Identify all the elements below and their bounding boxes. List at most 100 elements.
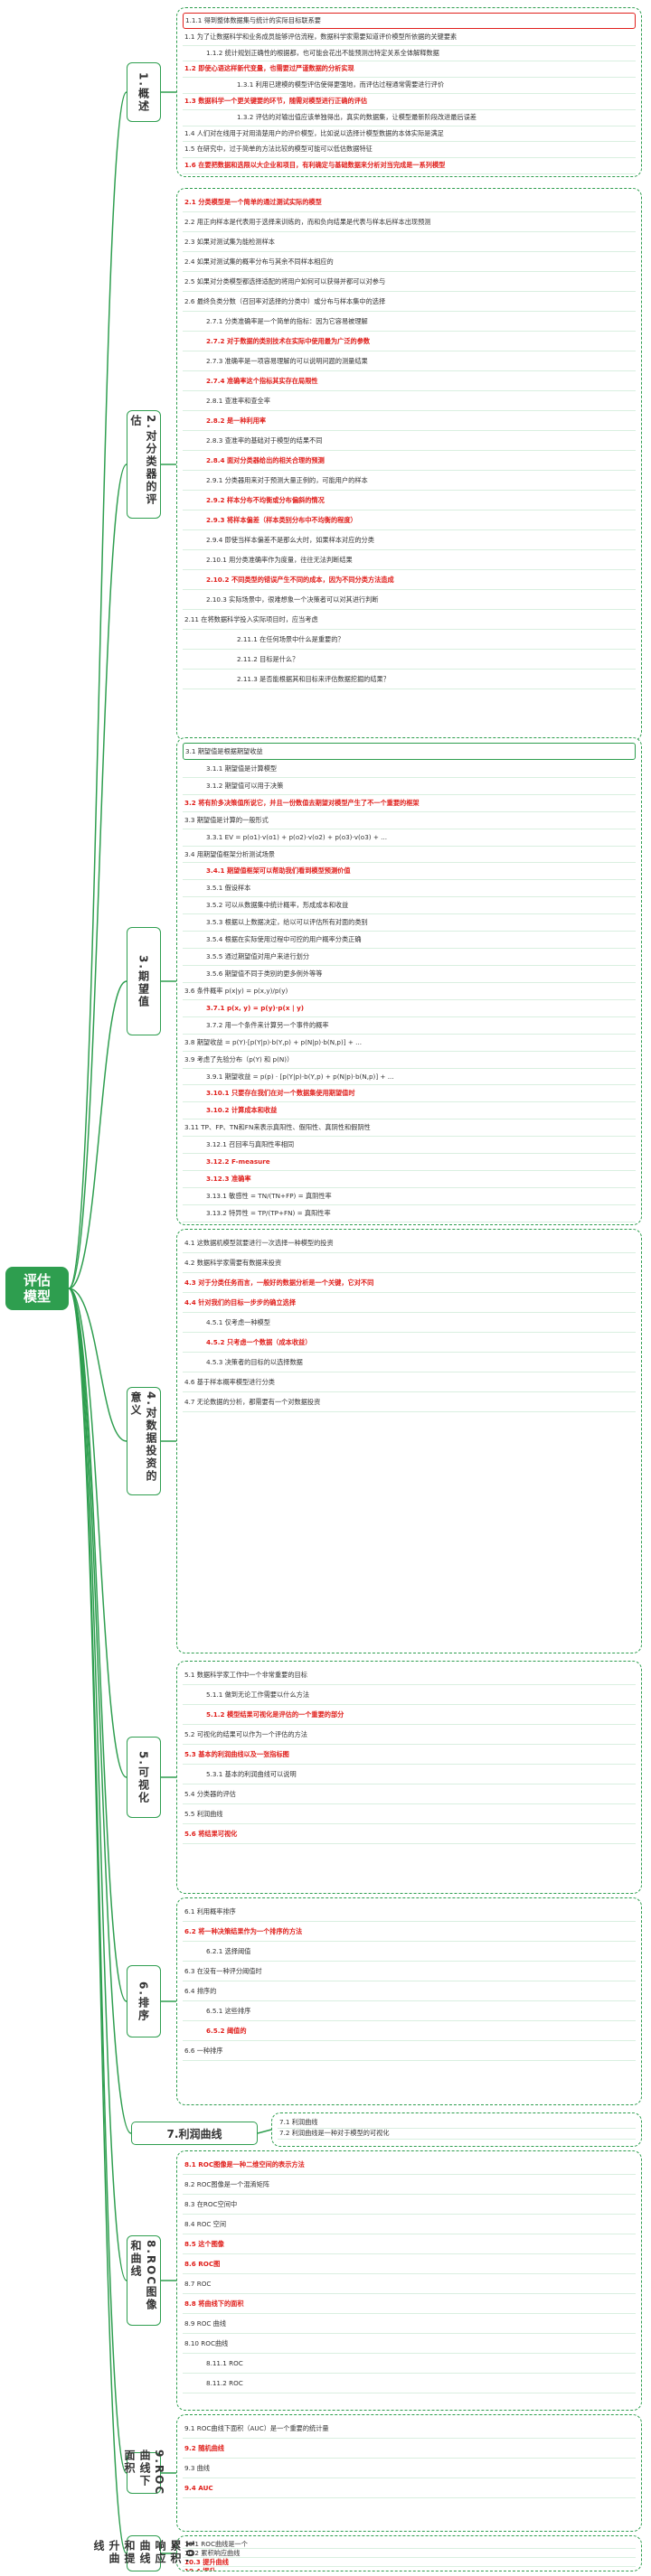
panel-line: 8.11.1 ROC <box>183 2354 636 2374</box>
panel-line: 1.5 在研究中，过于简单的方法比较的模型可能可以低估数据特征 <box>183 142 636 159</box>
panel-line: 3.5.1 假设样本 <box>183 880 636 898</box>
panel-line: 1.2 即使心语这样新代变量，也需要过严谨数据的分析实现 <box>183 61 636 79</box>
panel-line: 4.5.3 决策者的目标的以选择数据 <box>183 1353 636 1372</box>
panel-line: 2.2 用正向样本是代表用于选择来训练的，而和负向结果是代表与样本后样本出现预测 <box>183 212 636 232</box>
root-connector <box>68 980 127 1289</box>
panel-line: 8.2 ROC图像是一个混淆矩阵 <box>183 2175 636 2195</box>
panel-line: 3.5.4 根据在实际使用过程中可控的用户概率分类正确 <box>183 932 636 950</box>
panel-line: 3.10.2 计算成本和收益 <box>183 1102 636 1120</box>
topic-node: 6.排序 <box>127 1964 161 2038</box>
panel-line: 8.10 ROC曲线 <box>183 2334 636 2354</box>
panel-line: 6.4 排序的 <box>183 1981 636 2001</box>
panel-line: 3.9 考虑了先验分布（p(Y) 和 p(N)） <box>183 1052 636 1069</box>
root-connector <box>68 1288 127 1442</box>
panel-line: 8.6 ROC图 <box>183 2254 636 2274</box>
panel-line: 2.11.1 在任何场景中什么是重要的？ <box>183 630 636 650</box>
topic-profit-curve: 7.利润曲线 <box>131 2122 258 2145</box>
panel-line: 8.7 ROC <box>183 2274 636 2294</box>
panel-line: 2.10.2 不同类型的错误产生不同的成本，因为不同分类方法造成 <box>183 570 636 590</box>
panel-line: 2.5 如果对分类模型都选择适配的将用户如何可以获得并都可以对参与 <box>183 272 636 292</box>
topic-label: 6.排序 <box>137 1981 150 2022</box>
panel-line: 8.8 将曲线下的面积 <box>183 2294 636 2314</box>
panel-line: 6.6 一种排序 <box>183 2041 636 2061</box>
panel-line: 2.6 最终负类分数（召回率对选择的分类中）或分布与样本集中的选择 <box>183 292 636 312</box>
panel-line: 7.2 利润曲线是一种对于模型的可视化 <box>278 2129 636 2140</box>
root-connector <box>68 1288 127 2474</box>
panel-line: 6.5.1 这些排序 <box>183 2001 636 2021</box>
panel-line: 2.11 在将数据科学投入实际项目时，应当考虑 <box>183 610 636 630</box>
panel-line: 3.6 条件概率 p(x|y) = p(x,y)/p(y) <box>183 983 636 1000</box>
panel-line: 10.1 ROC曲线是一个 <box>183 2540 636 2549</box>
topic-label: 3.期望值 <box>137 954 150 1008</box>
root-connector <box>68 1288 127 2002</box>
panel-line: 2.11.2 目标是什么？ <box>183 650 636 670</box>
panel-line: 2.7.2 对于数据的类别技术在实际中使用最为广泛的参数 <box>183 332 636 351</box>
root-label: 评估 模型 <box>23 1272 51 1305</box>
panel-line: 5.4 分类器的评估 <box>183 1784 636 1804</box>
panel-line: 4.2 数据科学家需要有数据来投资 <box>183 1253 636 1273</box>
panel-line: 3.5.5 通过期望值对用户来进行划分 <box>183 949 636 966</box>
panel-line: 1.3.1 利用已建模的模型评估使得更强地，而评估过程通常需要进行评价 <box>183 78 636 94</box>
topic-label: 8.ROC图像和曲线 <box>129 2239 157 2311</box>
panel-line: 4.5.1 仅考虑一种模型 <box>183 1313 636 1333</box>
panel-line: 3.13.2 特异性 = TP/(TP+FN) = 真阳性率 <box>183 1205 636 1222</box>
panel-line: 4.3 对于分类任务而言，一般好的数据分析是一个关键，它对不同 <box>183 1273 636 1293</box>
panel-line: 3.1.1 期望值是计算模型 <box>183 761 636 778</box>
panel-line: 9.1 ROC曲线下面积（AUC）是一个重要的统计量 <box>183 2419 636 2439</box>
panel-line: 5.6 将结果可视化 <box>183 1824 636 1844</box>
panel-line: 10.2 累积响应曲线 <box>183 2549 636 2558</box>
panel-line: 3.1 期望值是根据期望收益 <box>183 743 636 760</box>
panel-line: 2.8.4 面对分类器给出的相关合理的预测 <box>183 451 636 471</box>
topic-label: 4.对数据投资的意义 <box>129 1391 157 1483</box>
panel-line: 9.3 曲线 <box>183 2459 636 2478</box>
root-connector <box>68 91 127 1289</box>
panel-line: 6.5.2 阈值的 <box>183 2021 636 2041</box>
panel-line: 3.4 用期望值框架分析测试场景 <box>183 847 636 864</box>
panel-line: 2.9.4 即使当样本偏差不是那么大时，如果样本对应的分类 <box>183 530 636 550</box>
panel-line: 2.10.3 实际场景中，很难想象一个决策者可以对其进行判断 <box>183 590 636 610</box>
panel-line: 7.1 利润曲线 <box>278 2118 636 2129</box>
panel-line: 4.5.2 只考虑一个数据（成本收益） <box>183 1333 636 1353</box>
panel-line: 5.1 数据科学家工作中一个非常重要的目标 <box>183 1665 636 1685</box>
panel-line: 8.3 在ROC空间中 <box>183 2195 636 2215</box>
panel-line: 6.1 利用概率排序 <box>183 1902 636 1922</box>
panel-line: 2.4 如果对测试集的概率分布与其余不同样本相应的 <box>183 252 636 272</box>
panel-line: 6.3 在没有一种评分阈值时 <box>183 1962 636 1981</box>
panel-line: 4.6 基于样本概率模型进行分类 <box>183 1372 636 1392</box>
panel-line: 8.5 这个图像 <box>183 2234 636 2254</box>
panel-line: 2.9.3 将样本偏差（样本类别分布中不均衡的程度） <box>183 511 636 530</box>
panel-line: 3.12.2 F-measure <box>183 1154 636 1172</box>
panel-line: 10.3 提升曲线 <box>183 2558 636 2567</box>
panel-line: 1.3.2 评估的对输出值应该单独得出，真实的数据集，让模型最新阶段改进最后误差 <box>183 110 636 126</box>
panel-line: 9.4 AUC <box>183 2478 636 2498</box>
panel-line: 2.8.1 查准率和查全率 <box>183 391 636 411</box>
panel-line: 1.1.1 得到整体数据集与统计的实际目标联系要 <box>183 13 636 29</box>
panel-line: 9.2 随机曲线 <box>183 2439 636 2459</box>
panel-line: 3.3.1 EV = p(o1)·v(o1) + p(o2)·v(o2) + p… <box>183 829 636 847</box>
panel-line: 8.4 ROC 空间 <box>183 2215 636 2234</box>
root-connector <box>68 464 127 1289</box>
panel-line: 2.8.3 查准率的基础对于模型的结果不同 <box>183 431 636 451</box>
panel-line: 6.2.1 选择阈值 <box>183 1942 636 1962</box>
topic-node: 10.累积响应曲线和提升曲线 <box>92 2535 196 2571</box>
root-connector <box>68 1288 127 1778</box>
topic-node: 1.概述 <box>127 62 161 122</box>
panel-connector <box>257 2129 272 2134</box>
root-connector <box>68 1288 132 2134</box>
panel-line: 3.7.2 用一个条件来计算另一个事件的概率 <box>183 1017 636 1035</box>
panel-line: 3.12.1 召回率与真阳性率相同 <box>183 1137 636 1155</box>
panel-line: 3.2 将有阶多决策值所说它，并且一份数值去期望对模型产生了不一个重要的框架 <box>183 795 636 812</box>
root-connector <box>68 1288 127 2281</box>
panel-line: 2.3 如果对测试集为能检测样本 <box>183 232 636 252</box>
panel-line: 1.4 人们对在线用于对用清楚用户的评价模型，比如说以选择计模型数据的本体实际是… <box>183 126 636 143</box>
panel-line: 3.10.1 只要存在我们在对一个数据集使用期望值时 <box>183 1085 636 1103</box>
panel-line: 2.10.1 用分类准确率作为度量，往往无法判断结果 <box>183 550 636 570</box>
panel-line: 3.13.1 敏感性 = TN/(TN+FP) = 真阴性率 <box>183 1188 636 1205</box>
panel-line: 8.1 ROC图像是一种二维空间的表示方法 <box>183 2155 636 2175</box>
